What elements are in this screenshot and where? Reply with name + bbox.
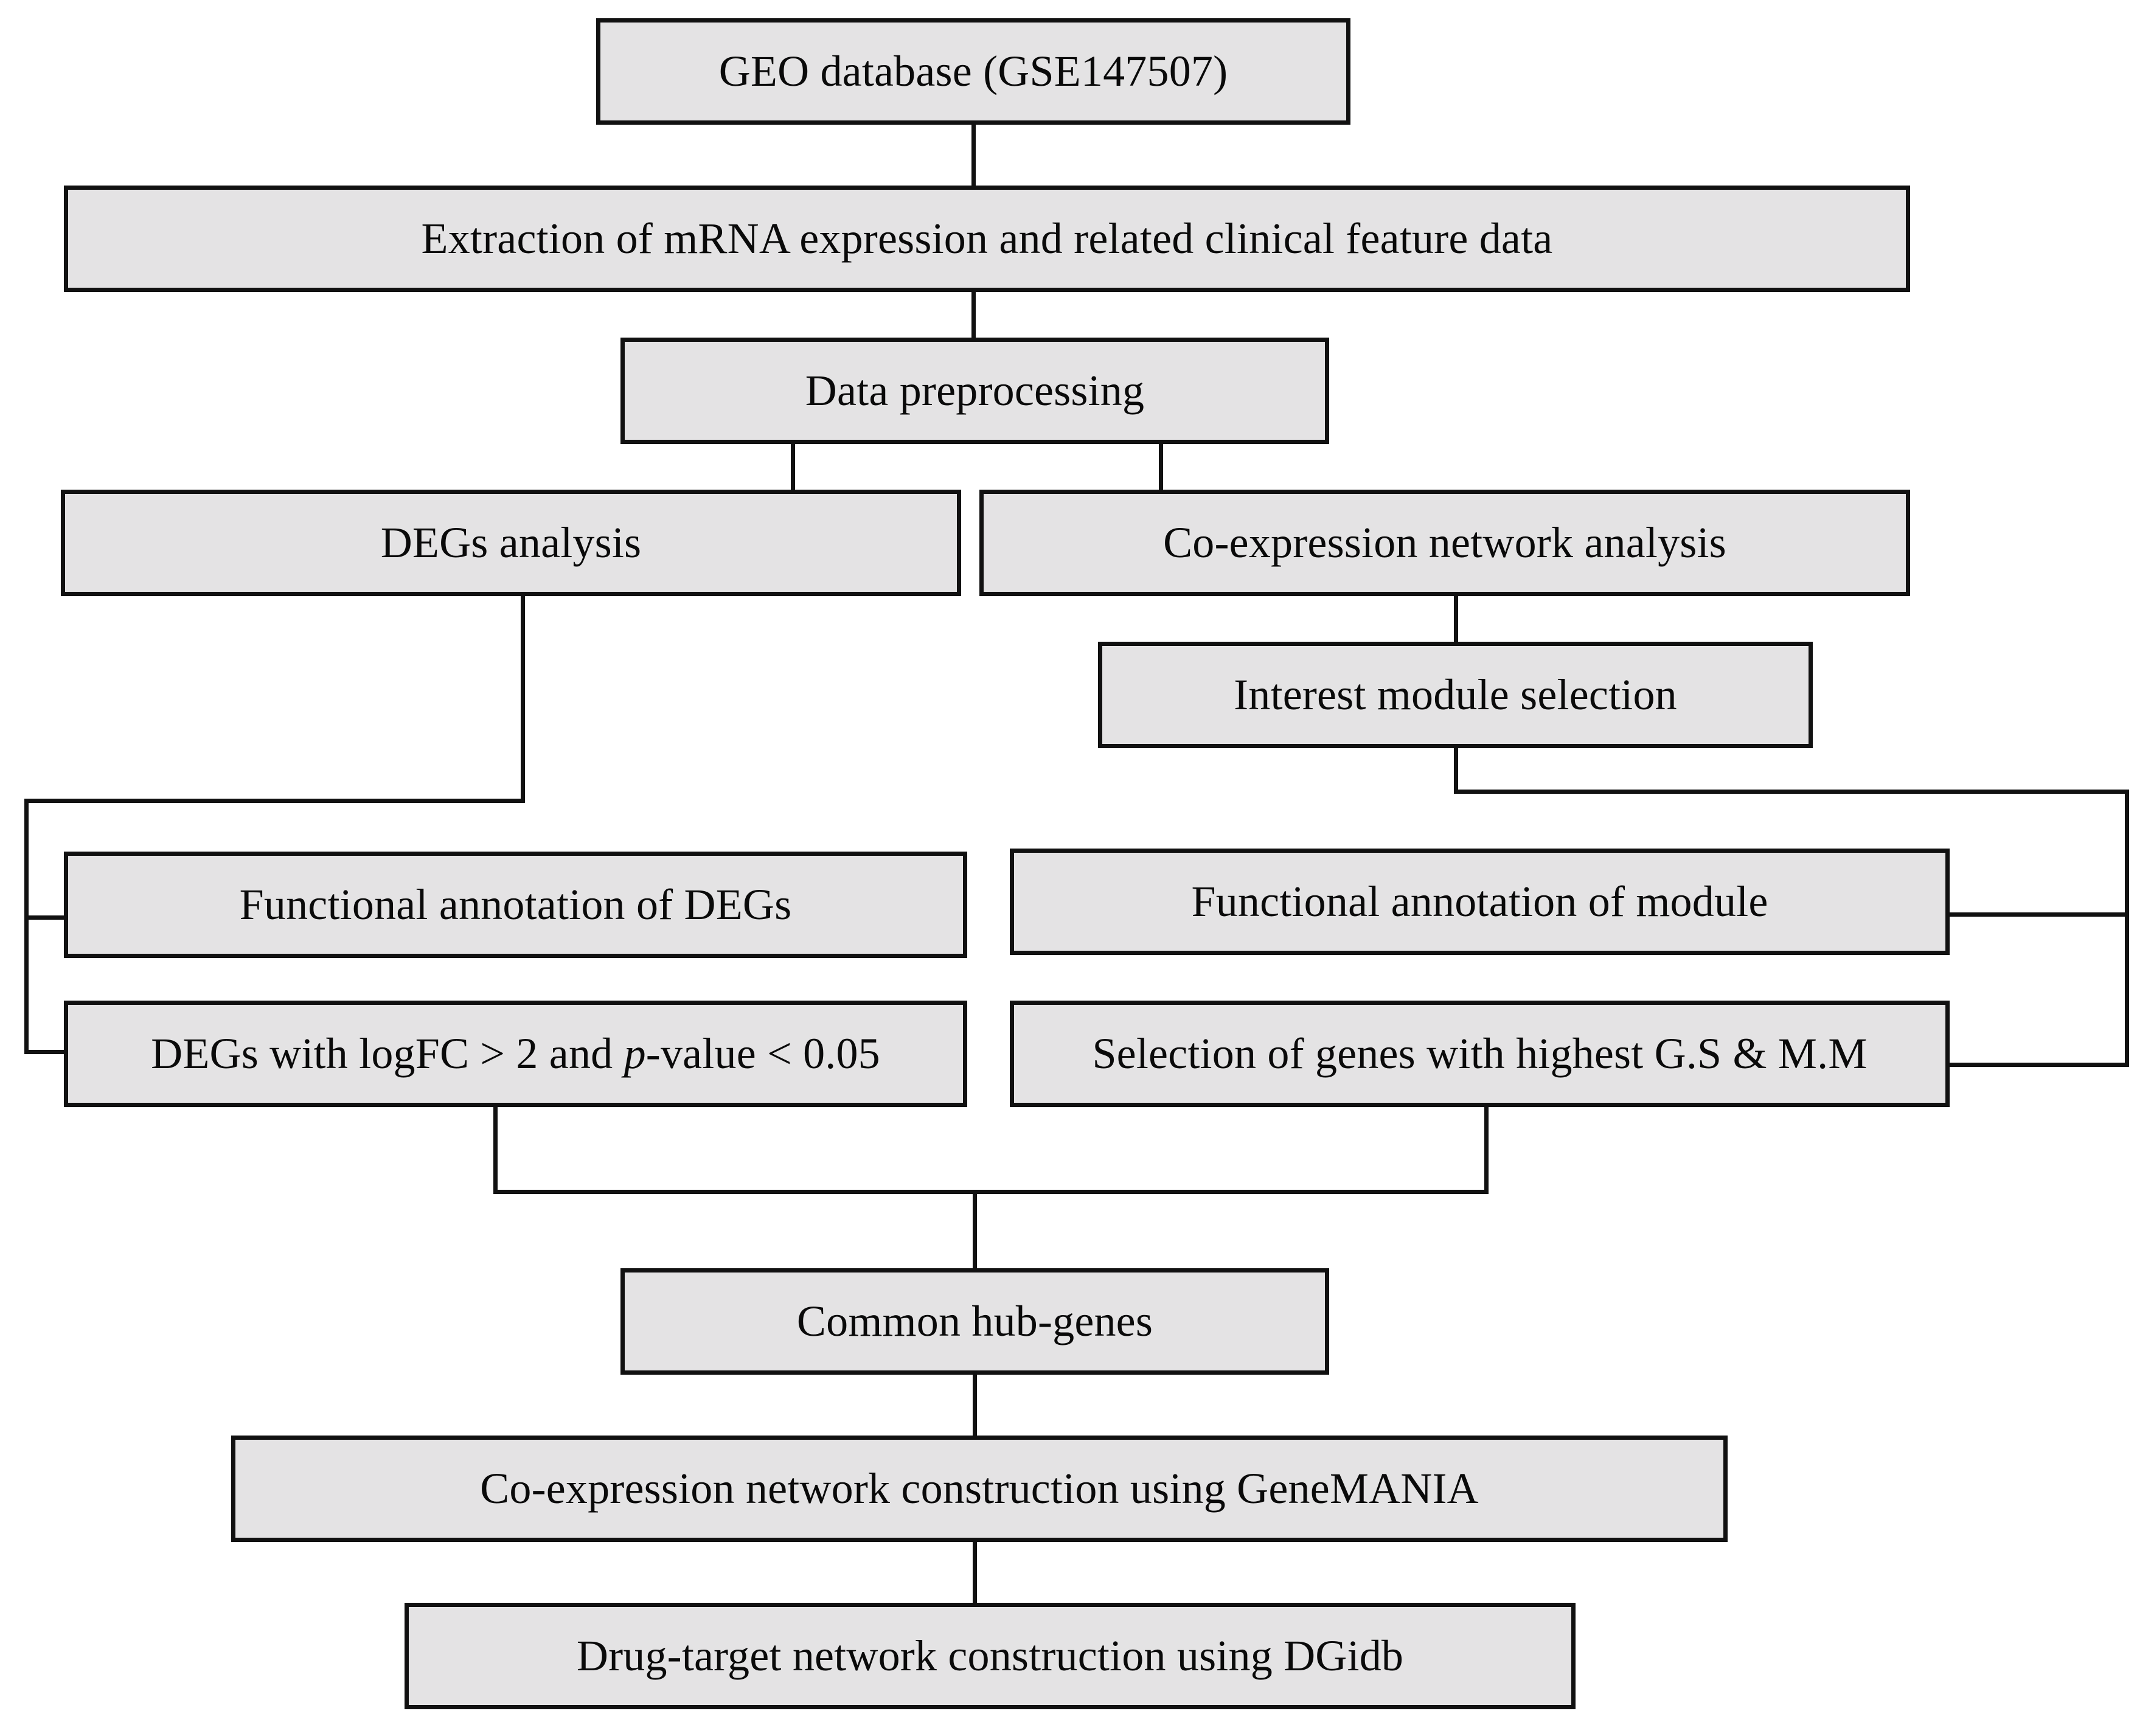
edge-hub-to-genemania bbox=[973, 1375, 977, 1436]
node-dgidb-construction-label: Drug-target network construction using D… bbox=[576, 1631, 1404, 1680]
edge-logfc-drop bbox=[493, 1107, 498, 1194]
node-degs-logfc-threshold[interactable]: DEGs with logFC > 2 and p-value < 0.05 bbox=[64, 1001, 967, 1107]
node-data-preprocessing-label: Data preprocessing bbox=[805, 366, 1145, 415]
edge-degs-bracket-spine bbox=[24, 799, 29, 1054]
edge-module-bracket-spine bbox=[2125, 790, 2129, 1067]
edge-preprocess-to-degs bbox=[791, 444, 795, 490]
node-genemania-construction[interactable]: Co-expression network construction using… bbox=[231, 1436, 1728, 1542]
node-geo-database-label: GEO database (GSE147507) bbox=[718, 46, 1228, 95]
edge-merge-to-hub bbox=[973, 1190, 977, 1269]
edge-coexpr-to-module bbox=[1454, 596, 1458, 642]
node-degs-logfc-threshold-label: DEGs with logFC > 2 and p-value < 0.05 bbox=[140, 1029, 891, 1078]
node-degs-analysis-label: DEGs analysis bbox=[380, 518, 642, 567]
node-data-preprocessing[interactable]: Data preprocessing bbox=[620, 338, 1329, 444]
edge-preprocess-to-coexpr bbox=[1159, 444, 1163, 490]
node-geo-database[interactable]: GEO database (GSE147507) bbox=[596, 18, 1350, 125]
node-selection-genes-gs-mm-label: Selection of genes with highest G.S & M.… bbox=[1092, 1029, 1868, 1078]
edge-module-bracket-stub-upper bbox=[1945, 912, 2129, 917]
node-common-hub-genes-label: Common hub-genes bbox=[796, 1296, 1153, 1345]
node-functional-annotation-module[interactable]: Functional annotation of module bbox=[1010, 849, 1950, 955]
node-common-hub-genes[interactable]: Common hub-genes bbox=[620, 1268, 1329, 1375]
edge-module-bracket-stub-lower bbox=[1945, 1063, 2129, 1067]
edge-module-drop bbox=[1454, 748, 1458, 794]
edge-degs-drop bbox=[521, 596, 525, 803]
node-functional-annotation-degs[interactable]: Functional annotation of DEGs bbox=[64, 852, 967, 958]
logfc-p-italic: p bbox=[624, 1029, 646, 1078]
node-selection-genes-gs-mm[interactable]: Selection of genes with highest G.S & M.… bbox=[1010, 1001, 1950, 1107]
edge-module-bracket-top bbox=[1454, 790, 2129, 794]
logfc-prefix-text: DEGs with logFC > 2 and bbox=[151, 1029, 624, 1078]
edge-degs-bracket-top bbox=[24, 799, 525, 803]
node-coexpression-network-analysis[interactable]: Co-expression network analysis bbox=[979, 490, 1910, 596]
edge-gsmm-drop bbox=[1484, 1107, 1489, 1194]
node-functional-annotation-degs-label: Functional annotation of DEGs bbox=[239, 880, 792, 929]
node-interest-module-selection-label: Interest module selection bbox=[1234, 670, 1677, 719]
edge-extraction-to-preprocess bbox=[971, 292, 976, 338]
node-functional-annotation-module-label: Functional annotation of module bbox=[1191, 877, 1768, 926]
node-interest-module-selection[interactable]: Interest module selection bbox=[1098, 642, 1813, 748]
node-extraction[interactable]: Extraction of mRNA expression and relate… bbox=[64, 186, 1910, 292]
edge-degs-bracket-stub-upper bbox=[24, 915, 68, 920]
node-coexpression-network-analysis-label: Co-expression network analysis bbox=[1163, 518, 1726, 567]
logfc-suffix-text: -value < 0.05 bbox=[645, 1029, 880, 1078]
edge-degs-bracket-stub-lower bbox=[24, 1050, 68, 1054]
node-extraction-label: Extraction of mRNA expression and relate… bbox=[421, 214, 1553, 263]
edge-genemania-to-dgidb bbox=[973, 1542, 977, 1603]
node-genemania-construction-label: Co-expression network construction using… bbox=[480, 1463, 1479, 1513]
node-dgidb-construction[interactable]: Drug-target network construction using D… bbox=[405, 1603, 1576, 1709]
edge-merge-bar bbox=[493, 1190, 1489, 1194]
edge-geo-to-extraction bbox=[971, 125, 976, 186]
node-degs-analysis[interactable]: DEGs analysis bbox=[61, 490, 961, 596]
